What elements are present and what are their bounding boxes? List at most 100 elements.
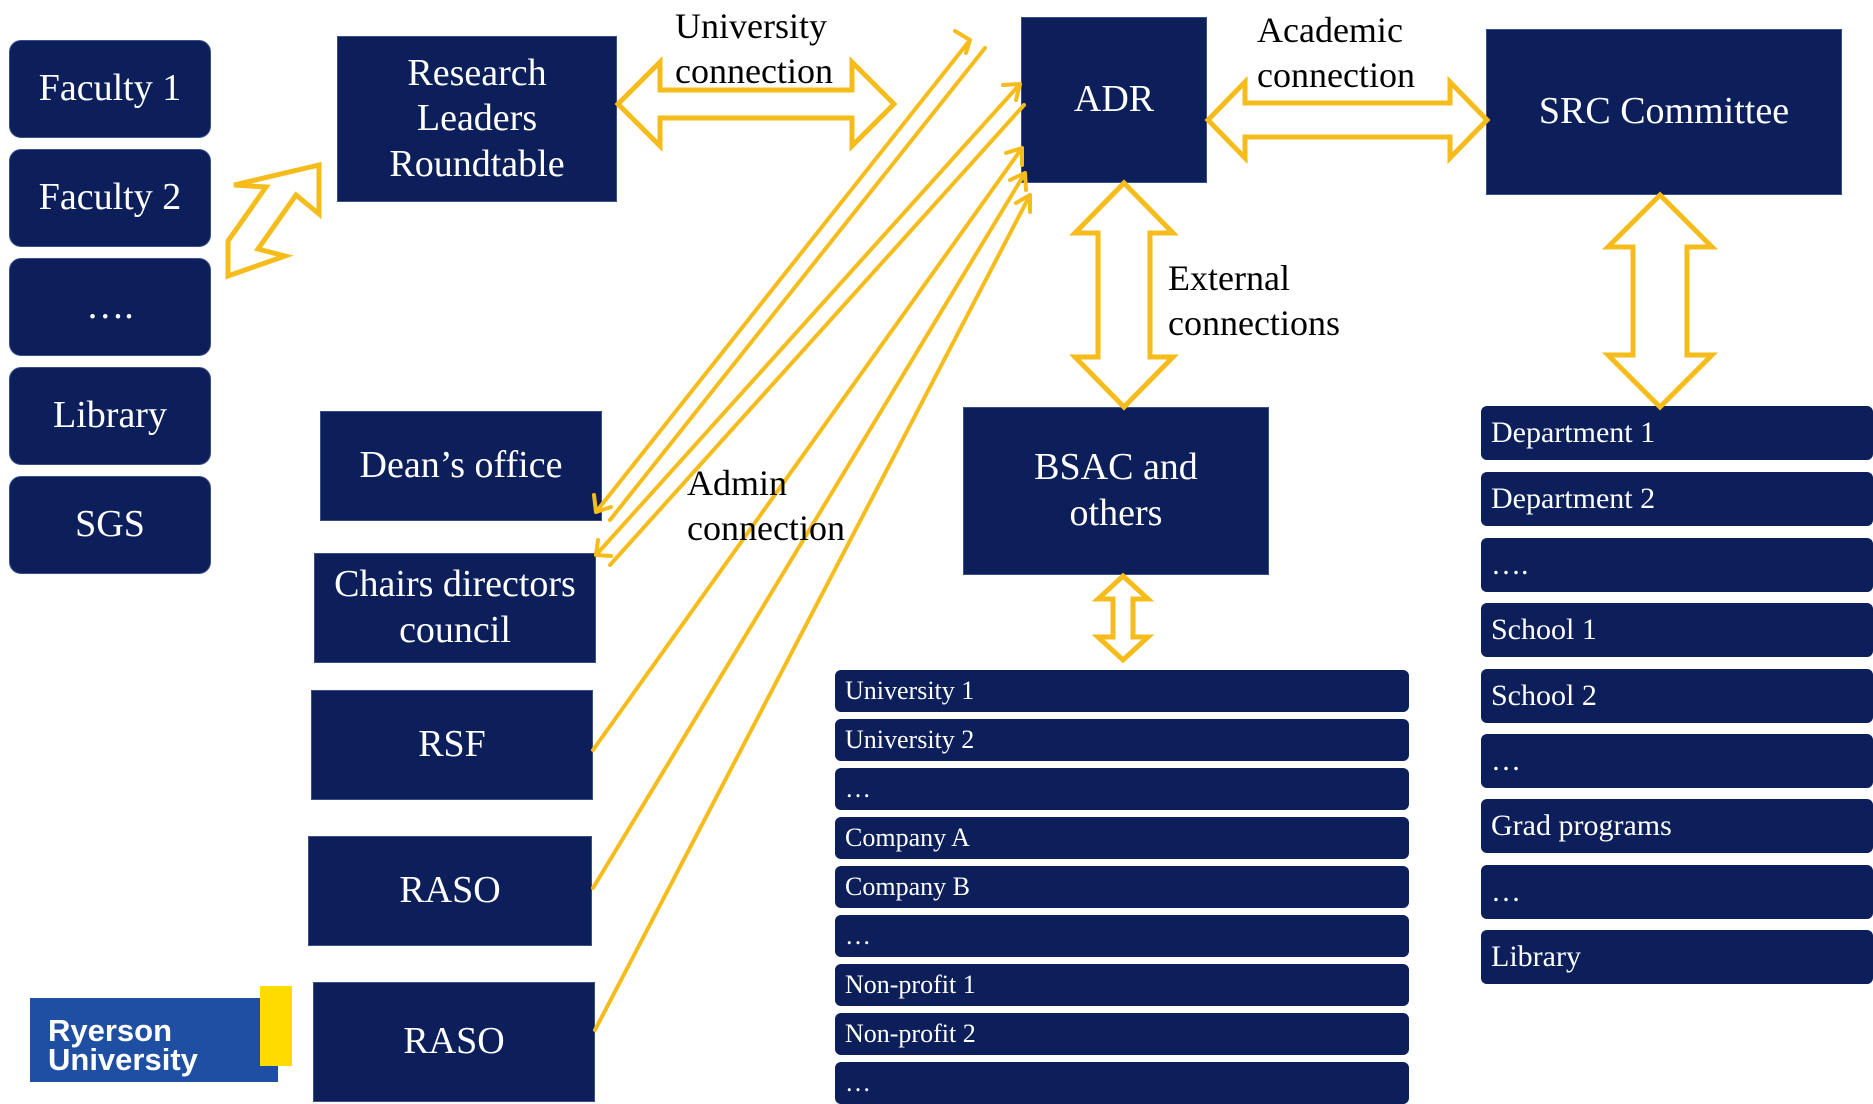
faculty-ellipsis-label: ….	[86, 285, 134, 328]
university-double-arrow	[614, 55, 898, 153]
adr-label: ADR	[1073, 78, 1155, 121]
university-connection-line2: connection	[675, 51, 833, 91]
research-leaders-line1: Research	[407, 51, 547, 94]
research-leaders-roundtable-box: Research Leaders Roundtable	[337, 36, 617, 202]
faculty-2-box: Faculty 2	[9, 149, 211, 247]
external-list-item: Company B	[835, 866, 1409, 908]
academic-connection-line2: connection	[1257, 55, 1415, 95]
admin-connection-label: Admin connection	[687, 461, 845, 551]
external-double-arrow	[1069, 179, 1179, 411]
bsac-list-double-arrow	[1091, 572, 1155, 664]
admin-line-chairs-outer	[608, 103, 1026, 567]
admin-line-deans-outer	[608, 46, 987, 522]
raso-1-label: RASO	[399, 869, 501, 912]
faculty-ellipsis-box: ….	[9, 258, 211, 356]
university-connection-label: University connection	[675, 4, 833, 94]
academic-connection-line1: Academic	[1257, 10, 1403, 50]
external-list-item: …	[835, 1062, 1409, 1104]
external-connections-label: External connections	[1168, 256, 1340, 346]
external-list-item: Company A	[835, 817, 1409, 859]
academic-list-item: School 1	[1481, 603, 1873, 657]
logo-blue-panel	[30, 998, 278, 1082]
academic-list-item: …	[1481, 865, 1873, 919]
academic-list-item: Department 1	[1481, 406, 1873, 460]
academic-item-label: ….	[1491, 548, 1529, 581]
external-item-label: …	[845, 774, 871, 803]
adr-box: ADR	[1021, 17, 1207, 183]
raso-2-label: RASO	[403, 1020, 505, 1063]
external-item-label: …	[845, 1068, 871, 1097]
logo-line1: Ryerson	[48, 1013, 173, 1048]
logo-yellow-bar	[260, 986, 292, 1066]
src-committee-label: SRC Committee	[1538, 90, 1790, 133]
university-connection-line1: University	[675, 6, 827, 46]
external-item-label: Company B	[845, 872, 970, 901]
academic-item-label: …	[1491, 875, 1521, 908]
chairs-directors-line2: council	[399, 609, 511, 651]
external-item-label: …	[845, 921, 871, 950]
raso-2-connection-arrow	[593, 193, 1032, 1032]
academic-double-arrow	[1204, 75, 1491, 165]
logo-line2: University	[48, 1042, 198, 1077]
academic-item-label: …	[1491, 744, 1521, 777]
academic-item-label: School 2	[1491, 679, 1597, 712]
external-list-item: University 1	[835, 670, 1409, 712]
faculty-2-label: Faculty 2	[38, 176, 182, 219]
logo-text: Ryerson University	[48, 1013, 198, 1077]
faculty-roundtable-double-arrow	[225, 161, 322, 280]
deans-office-label: Dean’s office	[359, 444, 563, 487]
src-committee-box: SRC Committee	[1486, 29, 1842, 195]
external-item-label: Company A	[845, 823, 970, 852]
admin-double-arrow-deans	[592, 29, 972, 514]
research-leaders-line3: Roundtable	[389, 142, 565, 185]
ryerson-university-logo: Ryerson University	[30, 986, 292, 1083]
external-item-label: Non-profit 2	[845, 1019, 976, 1048]
academic-list-item: Department 2	[1481, 472, 1873, 526]
external-item-label: Non-profit 1	[845, 970, 976, 999]
external-item-label: University 2	[845, 725, 975, 754]
raso-box-1: RASO	[308, 836, 592, 946]
admin-double-arrow-chairs	[594, 82, 1022, 558]
external-connections-line1: External	[1168, 258, 1290, 298]
academic-list-item: Library	[1481, 930, 1873, 984]
bsac-box: BSAC and others	[963, 407, 1269, 575]
academic-list-item: …	[1481, 734, 1873, 788]
external-list-item: …	[835, 915, 1409, 957]
external-item-label: University 1	[845, 676, 975, 705]
sgs-box: SGS	[9, 476, 211, 574]
raso-1-connection-arrow	[591, 171, 1028, 890]
research-leaders-line2: Leaders	[416, 97, 538, 140]
rsf-connection-arrow	[591, 146, 1024, 752]
rsf-box: RSF	[311, 690, 593, 800]
bsac-line2: others	[1069, 492, 1163, 534]
library-box: Library	[9, 367, 211, 465]
deans-office-box: Dean’s office	[320, 411, 602, 521]
library-label: Library	[53, 394, 167, 437]
chairs-directors-line1: Chairs directors	[334, 563, 576, 606]
bsac-line1: BSAC and	[1034, 446, 1198, 489]
academic-item-label: Library	[1491, 940, 1581, 973]
faculty-1-label: Faculty 1	[38, 67, 182, 110]
rsf-label: RSF	[418, 723, 486, 766]
academic-item-label: School 1	[1491, 613, 1597, 646]
academic-list-item: Grad programs	[1481, 799, 1873, 853]
external-connections-line2: connections	[1168, 303, 1340, 343]
external-list-item: University 2	[835, 719, 1409, 761]
external-list-item: …	[835, 768, 1409, 810]
external-list-item: Non-profit 2	[835, 1013, 1409, 1055]
academic-item-label: Department 1	[1491, 416, 1656, 449]
raso-box-2: RASO	[313, 982, 595, 1102]
chairs-directors-council-box: Chairs directors council	[314, 553, 596, 663]
sgs-label: SGS	[75, 503, 145, 546]
admin-connection-line2: connection	[687, 508, 845, 548]
academic-item-label: Department 2	[1491, 482, 1656, 515]
src-departments-double-arrow	[1601, 191, 1719, 411]
academic-list-item: School 2	[1481, 669, 1873, 723]
academic-connection-label: Academic connection	[1257, 8, 1415, 98]
admin-connection-line1: Admin	[687, 463, 788, 503]
academic-item-label: Grad programs	[1491, 809, 1672, 842]
faculty-1-box: Faculty 1	[9, 40, 211, 138]
external-list-item: Non-profit 1	[835, 964, 1409, 1006]
academic-list-item: ….	[1481, 538, 1873, 592]
